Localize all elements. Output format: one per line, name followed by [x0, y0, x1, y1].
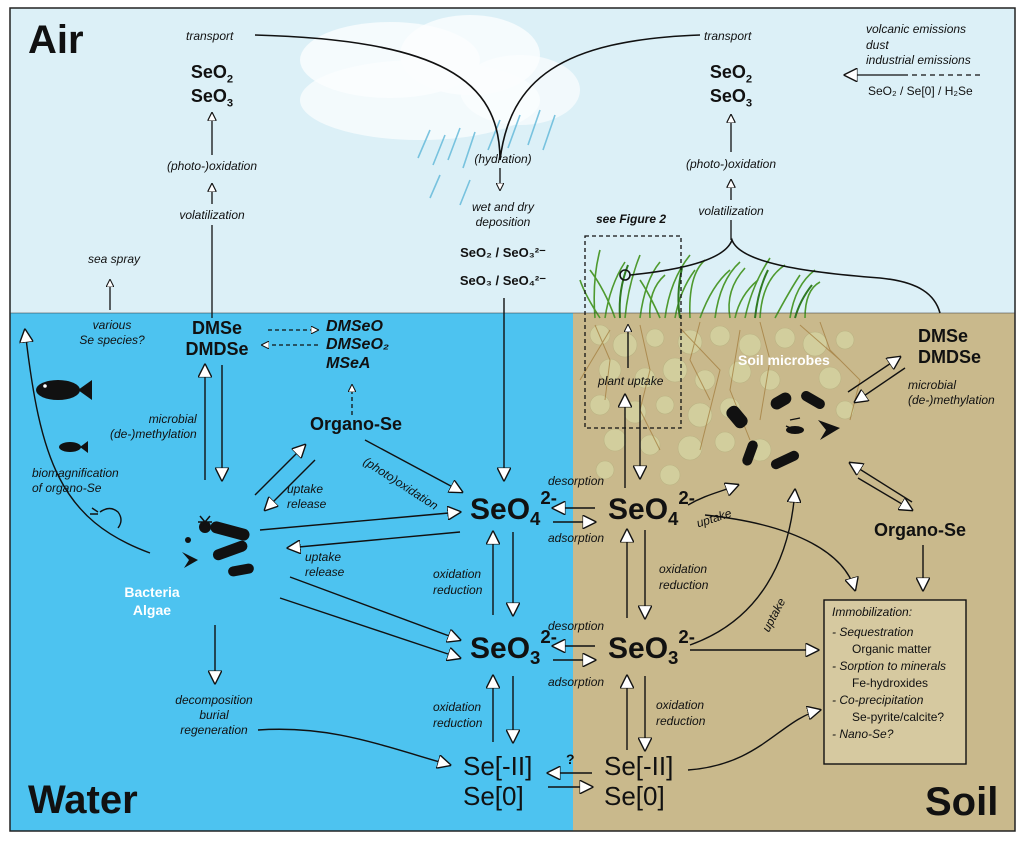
desorption-1-label: desorption — [548, 474, 605, 488]
soil-organo-se-label: Organo-Se — [874, 520, 967, 540]
soil-region-label: Soil — [925, 780, 999, 824]
soil-selenite: SeO32- — [608, 626, 695, 669]
cloud — [300, 15, 580, 140]
air-left-species: SeO2 SeO3 — [190, 62, 234, 111]
sea-spray-label: sea spray — [87, 252, 141, 266]
soil-microbes-icon — [726, 391, 840, 470]
soil-methylation-label: microbial(de-)methylation — [908, 378, 995, 407]
emission-species-label: SeO₂ / Se[0] / H₂Se — [868, 84, 973, 98]
water-selenate: SeO42- — [470, 487, 557, 530]
soil-volatilization-curve — [629, 237, 941, 314]
plant-uptake-label: plant uptake — [598, 374, 664, 388]
unknown-exchange-label: ? — [566, 751, 575, 767]
grass — [579, 249, 821, 319]
soil-selenate: SeO42- — [608, 487, 695, 530]
water-region-label: Water — [28, 778, 138, 822]
desorption-2-label: desorption — [548, 619, 605, 633]
immobilization-list: Immobilization: - Sequestration Organic … — [832, 605, 947, 742]
air-region-label: Air — [28, 18, 84, 62]
adsorption-1-label: adsorption — [548, 531, 605, 545]
bacteria-algae-icon — [182, 515, 254, 577]
water-region — [10, 313, 573, 831]
transport-left-label: transport — [186, 29, 234, 43]
frame — [9, 7, 1016, 832]
hydration-label: (hydration) — [474, 152, 532, 166]
immobilization-box — [823, 599, 967, 765]
soil-microbes-label: Soil microbes — [738, 352, 830, 368]
photo-oxidation-left-label: (photo-)oxidation — [166, 159, 258, 173]
grass-dark — [618, 264, 813, 319]
soil-reduced-se: Se[-II]Se[0] — [604, 751, 674, 811]
fish-icon — [36, 380, 92, 453]
shrimp-icon — [90, 507, 122, 529]
photo-oxidation-right-label: (photo-)oxidation — [685, 157, 777, 171]
roots — [579, 321, 861, 451]
water-reduced-se: Se[-II]Se[0] — [463, 751, 533, 811]
adsorption-2-label: adsorption — [548, 675, 605, 689]
volatilization-left-label: volatilization — [179, 208, 245, 222]
air-right-species: SeO2 SeO3 — [709, 62, 753, 111]
rain — [417, 109, 556, 206]
water-organo-se-label: Organo-Se — [310, 414, 403, 434]
transport-curve — [254, 34, 501, 161]
transport-right-label: transport — [704, 29, 752, 43]
water-selenite: SeO32- — [470, 626, 557, 669]
figure-2-box — [584, 235, 682, 429]
see-figure-2-label: see Figure 2 — [596, 212, 667, 226]
volatilization-right-label: volatilization — [698, 204, 764, 218]
deposition-species-1: SeO₂ / SeO₃²⁻ — [460, 245, 546, 260]
water-methylation-label: microbial(de-)methylation — [110, 412, 197, 441]
deposition-species-2: SeO₃ / SeO₄²⁻ — [459, 273, 547, 288]
